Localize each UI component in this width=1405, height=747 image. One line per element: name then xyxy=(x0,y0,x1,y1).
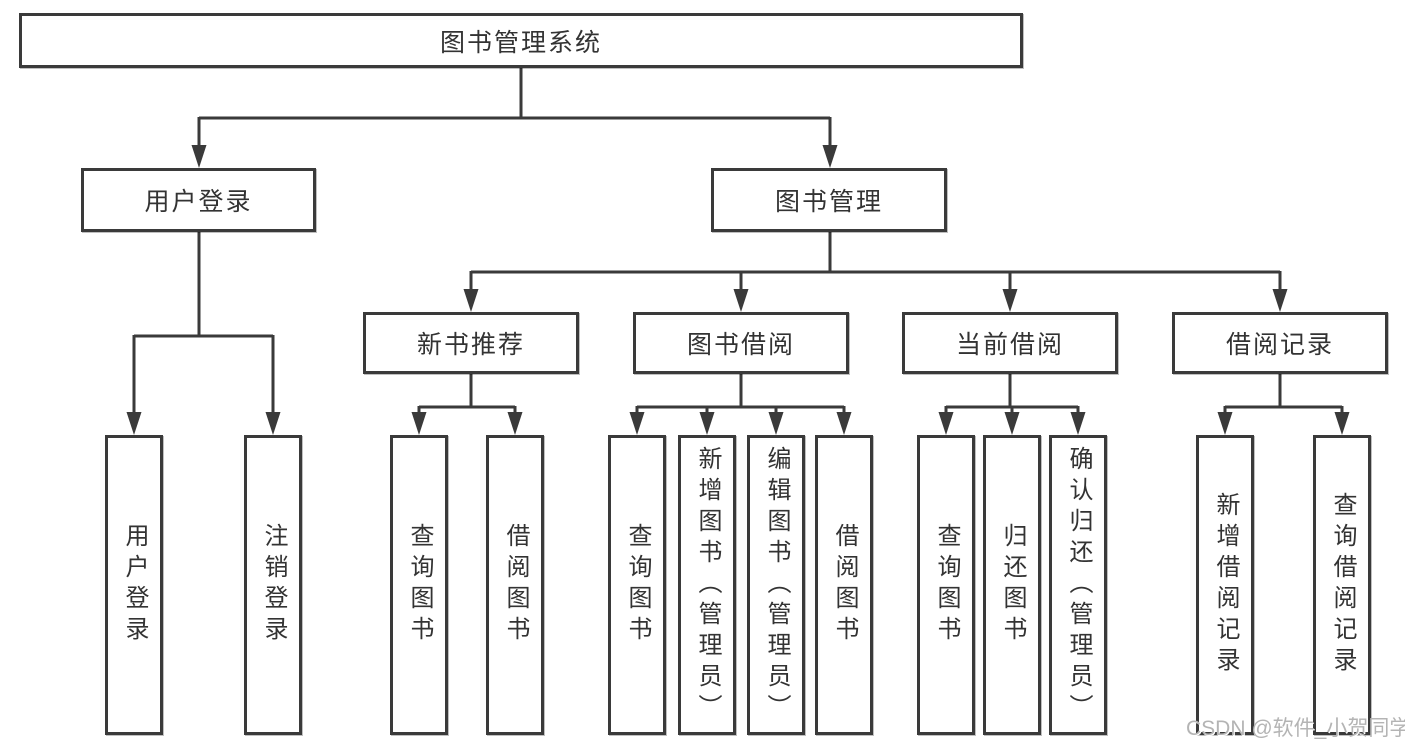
leaf-borrow-books-recommend-label: 借阅图书 xyxy=(502,523,529,647)
node-library-management-system-label: 图书管理系统 xyxy=(439,28,602,57)
leaf-add-borrow-record: 新增借阅记录 xyxy=(1196,435,1254,735)
leaf-return-books: 归还图书 xyxy=(983,435,1041,735)
node-new-book-recommendation-label: 新书推荐 xyxy=(416,331,525,359)
leaf-borrow-books: 借阅图书 xyxy=(815,435,873,735)
leaf-query-borrow-record: 查询借阅记录 xyxy=(1313,435,1371,735)
leaf-add-borrow-record-label: 新增借阅记录 xyxy=(1212,492,1239,678)
csdn-watermark: CSDN @软件_小贺同学 xyxy=(1186,717,1405,740)
leaf-query-books-recommend: 查询图书 xyxy=(390,435,448,735)
leaf-add-book-admin: 新增图书（管理员） xyxy=(678,435,736,735)
node-current-borrowing-label: 当前借阅 xyxy=(955,331,1064,359)
node-borrowing-records-label: 借阅记录 xyxy=(1225,331,1334,359)
arrowheads xyxy=(126,145,1350,435)
leaf-edit-book-admin-label: 编辑图书（管理员） xyxy=(763,445,790,725)
leaf-confirm-return-admin-label: 确认归还（管理员） xyxy=(1065,445,1092,725)
node-current-borrowing: 当前借阅 xyxy=(902,312,1118,374)
leaf-borrow-books-label: 借阅图书 xyxy=(831,523,858,647)
leaf-query-books-borrow-label: 查询图书 xyxy=(624,523,651,647)
node-borrowing-records: 借阅记录 xyxy=(1172,312,1388,374)
leaf-query-books-borrow: 查询图书 xyxy=(608,435,666,735)
node-book-management: 图书管理 xyxy=(711,168,947,232)
node-user-login-label: 用户登录 xyxy=(144,188,253,216)
leaf-query-books-current: 查询图书 xyxy=(917,435,975,735)
leaf-add-book-admin-label: 新增图书（管理员） xyxy=(694,445,721,725)
node-book-borrowing-label: 图书借阅 xyxy=(686,331,795,359)
leaf-query-books-recommend-label: 查询图书 xyxy=(406,523,433,647)
leaf-edit-book-admin: 编辑图书（管理员） xyxy=(747,435,805,735)
leaf-confirm-return-admin: 确认归还（管理员） xyxy=(1049,435,1107,735)
leaf-user-login: 用户登录 xyxy=(105,435,163,735)
leaf-logout-label: 注销登录 xyxy=(260,523,287,647)
node-new-book-recommendation: 新书推荐 xyxy=(363,312,579,374)
node-book-management-label: 图书管理 xyxy=(774,188,883,216)
leaf-logout: 注销登录 xyxy=(244,435,302,735)
leaf-return-books-label: 归还图书 xyxy=(999,523,1026,647)
tree-edges xyxy=(132,68,1344,416)
leaf-query-borrow-record-label: 查询借阅记录 xyxy=(1329,492,1356,678)
node-library-management-system: 图书管理系统 xyxy=(19,13,1023,68)
leaf-query-books-current-label: 查询图书 xyxy=(933,523,960,647)
node-user-login: 用户登录 xyxy=(81,168,316,232)
leaf-user-login-label: 用户登录 xyxy=(121,523,148,647)
node-book-borrowing: 图书借阅 xyxy=(633,312,849,374)
leaf-borrow-books-recommend: 借阅图书 xyxy=(486,435,544,735)
